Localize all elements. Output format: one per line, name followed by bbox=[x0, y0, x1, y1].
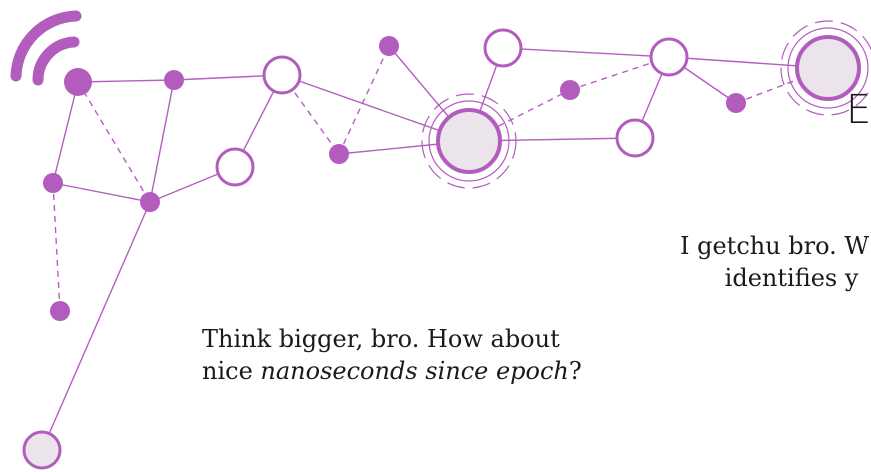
network-node-icon bbox=[436, 108, 502, 174]
heading-fragment: E bbox=[846, 87, 871, 133]
network-node-icon bbox=[22, 430, 62, 470]
network-node-icon bbox=[726, 93, 746, 113]
line2-prefix: nice bbox=[202, 357, 261, 385]
network-hubs bbox=[22, 35, 861, 470]
getchu-line-1: I getchu bro. W bbox=[680, 232, 870, 260]
network-node-icon bbox=[615, 118, 655, 158]
network-node-icon bbox=[560, 80, 580, 100]
network-node-icon bbox=[43, 173, 63, 193]
think-bigger-line-2: nice nanoseconds since epoch? bbox=[202, 355, 582, 387]
network-node-icon bbox=[140, 192, 160, 212]
network-node-icon bbox=[50, 301, 70, 321]
network-node-icon bbox=[483, 28, 523, 68]
network-node-icon bbox=[215, 147, 255, 187]
network-node-icon bbox=[795, 35, 861, 101]
network-node-icon bbox=[379, 36, 399, 56]
network-node-icon bbox=[64, 68, 92, 96]
nanoseconds-emphasis: nanoseconds since epoch bbox=[260, 357, 569, 385]
network-node-icon bbox=[164, 70, 184, 90]
getchu-text: I getchu bro. W identifies y bbox=[680, 230, 869, 294]
hub-halos bbox=[421, 20, 871, 189]
network-node-icon bbox=[649, 37, 689, 77]
think-bigger-text: Think bigger, bro. How about nice nanose… bbox=[202, 323, 582, 387]
getchu-line-2: identifies y bbox=[724, 264, 859, 292]
wifi-signal-icon bbox=[10, 10, 82, 86]
network-dots bbox=[43, 36, 746, 321]
line2-suffix: ? bbox=[568, 357, 582, 385]
network-node-icon bbox=[329, 144, 349, 164]
network-rings bbox=[215, 28, 689, 187]
think-bigger-line-1: Think bigger, bro. How about bbox=[202, 325, 560, 353]
network-node-icon bbox=[262, 55, 302, 95]
